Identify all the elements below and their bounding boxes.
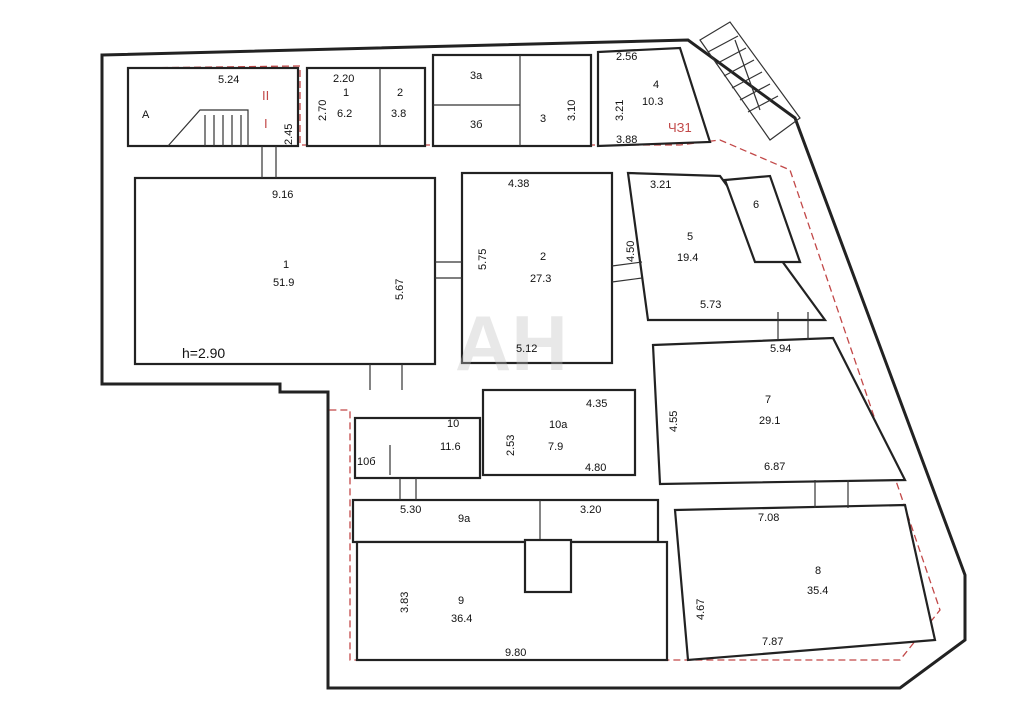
room-area: 3.8 [391, 108, 406, 120]
svg-text:2.70: 2.70 [317, 100, 329, 121]
svg-text:4.80: 4.80 [585, 462, 606, 474]
room-area: 35.4 [807, 585, 828, 597]
room-number: 10а [549, 419, 568, 431]
room-stair-a [126, 66, 300, 148]
svg-text:4.55: 4.55 [668, 411, 680, 432]
svg-text:2.45: 2.45 [283, 124, 295, 145]
dimensions: 5.24 2.45 2.20 2.70 3.10 2.56 3.21 3.88 … [218, 51, 791, 659]
room-4-outline [596, 46, 712, 148]
room-number: 8 [815, 565, 821, 577]
room-number: 1 [283, 259, 289, 271]
stair-label: А [142, 109, 150, 121]
svg-text:3.10: 3.10 [566, 100, 578, 121]
room-number: 7 [765, 394, 771, 406]
room-area: 6.2 [337, 108, 352, 120]
room-number: 10 [447, 418, 459, 430]
svg-text:5.24: 5.24 [218, 74, 239, 86]
svg-text:4.67: 4.67 [695, 599, 707, 620]
room-area: 29.1 [759, 415, 780, 427]
room-area: 51.9 [273, 277, 294, 289]
staircase-exterior [699, 21, 801, 141]
room-number: 4 [653, 79, 659, 91]
room-2 [460, 171, 614, 365]
room-7 [651, 336, 907, 486]
outer-wall [100, 38, 967, 690]
room-1 [133, 176, 437, 366]
inner-boundary [127, 65, 941, 661]
room-9a [351, 498, 660, 544]
svg-text:5.75: 5.75 [477, 249, 489, 270]
room-area: 27.3 [530, 273, 551, 285]
room-number: 2 [397, 87, 403, 99]
svg-text:5.12: 5.12 [516, 343, 537, 355]
room-number: 9а [458, 513, 471, 525]
svg-text:4.50: 4.50 [625, 241, 637, 262]
svg-text:2.56: 2.56 [616, 51, 637, 63]
room-10 [353, 416, 482, 480]
room-area: 19.4 [677, 252, 698, 264]
room-9 [355, 540, 669, 662]
room-area: 10.3 [642, 96, 663, 108]
room-number: 6 [753, 199, 759, 211]
svg-text:7.08: 7.08 [758, 512, 779, 524]
room-area: 36.4 [451, 613, 472, 625]
room-1-top [305, 66, 427, 148]
svg-text:5.30: 5.30 [400, 504, 421, 516]
room-number: 9 [458, 595, 464, 607]
room-number: 10б [357, 456, 376, 468]
svg-text:3.21: 3.21 [650, 179, 671, 191]
svg-text:9.16: 9.16 [272, 189, 293, 201]
room-area: 11.6 [440, 441, 461, 453]
svg-text:7.87: 7.87 [762, 636, 783, 648]
svg-text:3.83: 3.83 [399, 592, 411, 613]
room-8 [673, 503, 937, 662]
svg-text:5.94: 5.94 [770, 343, 791, 355]
section-label: ЧЗ1 [668, 120, 692, 135]
svg-text:3.20: 3.20 [580, 504, 601, 516]
watermark: АН [455, 299, 568, 387]
room-5 [626, 171, 828, 322]
svg-text:4.38: 4.38 [508, 178, 529, 190]
svg-text:2.53: 2.53 [505, 435, 517, 456]
room-number: 2 [540, 251, 546, 263]
svg-text:5.73: 5.73 [700, 299, 721, 311]
room-number: 3б [470, 119, 482, 131]
svg-text:2.20: 2.20 [333, 73, 354, 85]
room-6 [723, 174, 802, 264]
room-number: 3 [540, 113, 546, 125]
room-number: 3а [470, 70, 483, 82]
svg-text:5.67: 5.67 [394, 279, 406, 300]
svg-text:3.21: 3.21 [614, 100, 626, 121]
stair-mark-ii: II [262, 88, 269, 103]
column [523, 538, 573, 594]
door-openings [261, 146, 849, 508]
svg-text:3.88: 3.88 [616, 134, 637, 146]
svg-text:4.35: 4.35 [586, 398, 607, 410]
svg-text:6.87: 6.87 [764, 461, 785, 473]
room-number: 1 [343, 87, 349, 99]
ceiling-height: h=2.90 [182, 345, 225, 361]
room-number: 5 [687, 231, 693, 243]
stair-mark-i: I [264, 116, 268, 131]
svg-text:9.80: 9.80 [505, 647, 526, 659]
room-area: 7.9 [548, 441, 563, 453]
room-10a [481, 388, 637, 477]
room-3-block [431, 53, 593, 148]
inner-stair [167, 109, 249, 147]
